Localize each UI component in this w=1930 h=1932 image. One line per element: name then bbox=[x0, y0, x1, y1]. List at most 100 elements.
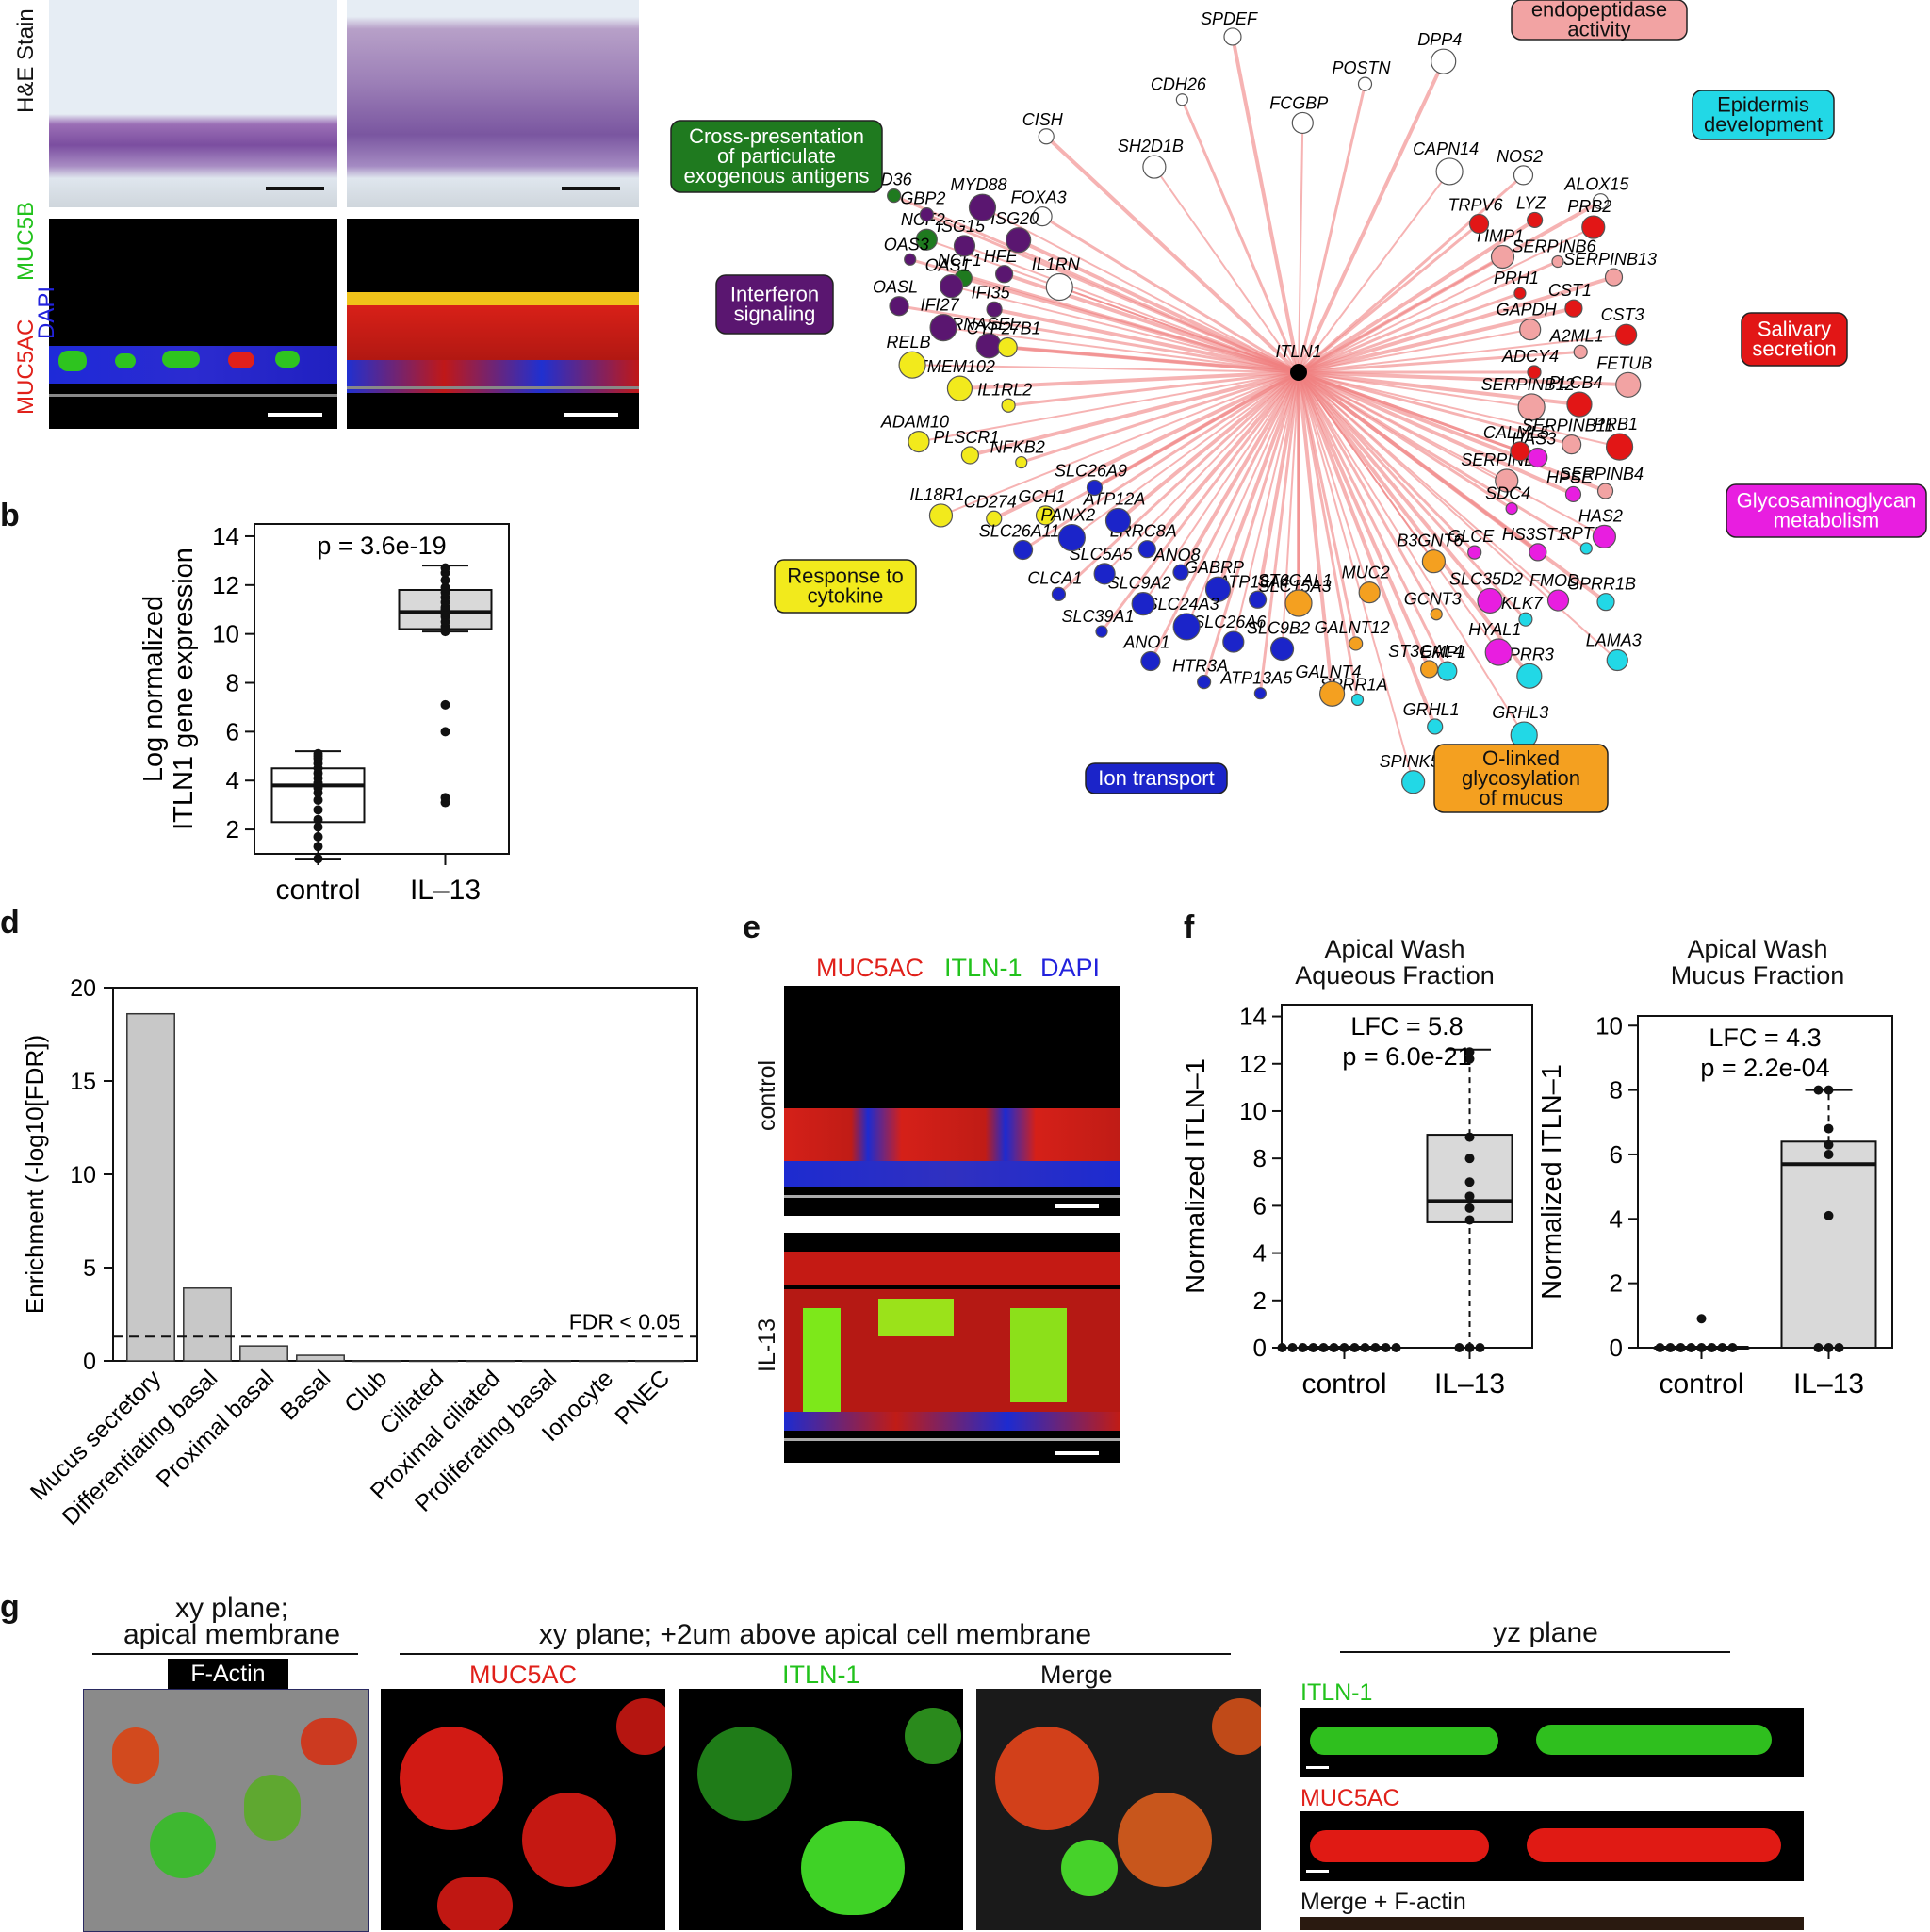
legend-dapi: DAPI bbox=[1040, 954, 1101, 982]
gene-label: CALML5 bbox=[1483, 423, 1550, 442]
gene-label: TIMP1 bbox=[1474, 227, 1524, 246]
network-edge bbox=[1104, 371, 1300, 575]
data-point bbox=[313, 748, 323, 759]
gene-node bbox=[1093, 563, 1116, 585]
network-edge bbox=[1057, 370, 1300, 596]
gene-label: GALNT4 bbox=[1296, 663, 1362, 681]
gene-node bbox=[1012, 539, 1034, 561]
gene-label: SPDEF bbox=[1201, 9, 1258, 28]
category-label: endopeptidase bbox=[1531, 0, 1667, 22]
gene-node bbox=[1579, 542, 1593, 555]
gene-node bbox=[1204, 576, 1232, 602]
gene-node bbox=[1172, 564, 1189, 581]
gene-node bbox=[889, 296, 909, 317]
gene-node bbox=[915, 228, 938, 251]
gene-node bbox=[1430, 608, 1443, 621]
he-stain-control-image bbox=[49, 0, 337, 207]
network-edge bbox=[1041, 215, 1300, 374]
hub-node bbox=[1290, 364, 1307, 381]
category-box bbox=[1433, 744, 1609, 813]
network-edge bbox=[1044, 135, 1300, 374]
category-label: Response to bbox=[787, 565, 904, 588]
gene-node bbox=[1358, 581, 1381, 604]
network-edge bbox=[1017, 237, 1300, 374]
gene-node bbox=[1495, 468, 1519, 493]
gene-label: CISH bbox=[1022, 110, 1064, 129]
gene-network: IL1RNFOXA3CISHSH2D1BCDH26SPDEFFCGBPPOSTN… bbox=[670, 0, 1927, 813]
network-edge bbox=[1297, 371, 1431, 670]
gene-label: SLC5A5 bbox=[1070, 545, 1134, 564]
data-point bbox=[1707, 1343, 1717, 1352]
gene-node bbox=[919, 207, 934, 222]
gene-node bbox=[1596, 483, 1614, 499]
gene-node bbox=[986, 301, 1003, 318]
gene-node bbox=[1573, 344, 1588, 359]
category-label: exogenous antigens bbox=[684, 164, 870, 188]
category-box bbox=[715, 274, 834, 335]
category-label: metabolism bbox=[1774, 509, 1879, 532]
gene-node bbox=[1505, 501, 1518, 516]
gene-label: GCH1 bbox=[1019, 487, 1066, 506]
category-label: Ion transport bbox=[1098, 766, 1215, 790]
gene-label: ST3GAL4 bbox=[1388, 642, 1463, 661]
muc5ac-channel-label: MUC5AC bbox=[469, 1661, 578, 1689]
gene-node bbox=[1140, 650, 1161, 672]
data-point bbox=[1298, 1343, 1308, 1352]
network-edge bbox=[1297, 370, 1527, 621]
y-tick-label: 4 bbox=[226, 766, 239, 794]
network-edge bbox=[1297, 371, 1449, 672]
network-edge bbox=[1202, 371, 1300, 683]
gene-label: HFE bbox=[984, 247, 1019, 266]
category-label: of particulate bbox=[717, 144, 836, 168]
merge-xy-image bbox=[976, 1689, 1261, 1930]
x-tick-label: IL–13 bbox=[1793, 1368, 1864, 1400]
x-tick-label: control bbox=[275, 875, 360, 905]
gene-node bbox=[1104, 507, 1132, 534]
gene-label: TMEM102 bbox=[917, 357, 995, 376]
bar bbox=[579, 1360, 628, 1363]
gene-label: ADCY4 bbox=[1501, 347, 1559, 366]
gene-label: ALOX15 bbox=[1563, 175, 1629, 194]
network-edge bbox=[1298, 171, 1450, 373]
gene-label: CLCA1 bbox=[1027, 568, 1082, 587]
gene-label: GBP2 bbox=[900, 189, 945, 208]
y-tick-label: 6 bbox=[226, 717, 239, 745]
gene-node bbox=[887, 188, 902, 204]
threshold-label: FDR < 0.05 bbox=[569, 1309, 680, 1334]
gene-label: SLC35D2 bbox=[1449, 569, 1523, 588]
gene-node bbox=[1420, 660, 1439, 679]
category-label: activity bbox=[1567, 18, 1630, 41]
network-edge bbox=[1022, 370, 1300, 551]
network-edge bbox=[1298, 260, 1559, 374]
network-edge bbox=[1298, 226, 1595, 373]
gene-node bbox=[1350, 693, 1365, 707]
bar bbox=[183, 1287, 232, 1362]
y-tick-label: 14 bbox=[212, 522, 239, 550]
y-tick-label: 0 bbox=[83, 1349, 96, 1375]
network-edge bbox=[909, 257, 1300, 374]
network-edge bbox=[1298, 371, 1560, 601]
gene-node bbox=[1035, 505, 1056, 526]
network-edge bbox=[1297, 371, 1358, 645]
yz-itln1-image bbox=[1300, 1708, 1804, 1777]
network-edge bbox=[1298, 370, 1607, 493]
category-box bbox=[1085, 762, 1228, 794]
data-point bbox=[440, 582, 450, 593]
yz-itln1-label: ITLN-1 bbox=[1300, 1679, 1373, 1706]
gene-node bbox=[1517, 393, 1546, 421]
category-label: Interferon bbox=[730, 283, 819, 306]
network-edge bbox=[959, 370, 1300, 391]
gene-node bbox=[1604, 268, 1624, 287]
if-control-image bbox=[49, 219, 337, 429]
data-point bbox=[1834, 1343, 1844, 1352]
if-il13-itln1-image bbox=[784, 1233, 1120, 1463]
data-point bbox=[1824, 1210, 1834, 1220]
gene-node bbox=[1131, 592, 1155, 616]
gene-label: OASL bbox=[873, 278, 918, 297]
gene-label: PRB1 bbox=[1594, 415, 1638, 434]
data-point bbox=[1717, 1343, 1727, 1352]
network-edge bbox=[1298, 370, 1513, 510]
bar bbox=[126, 1012, 175, 1362]
gene-label: HPSE bbox=[1546, 467, 1594, 486]
gene-node bbox=[1015, 455, 1028, 469]
